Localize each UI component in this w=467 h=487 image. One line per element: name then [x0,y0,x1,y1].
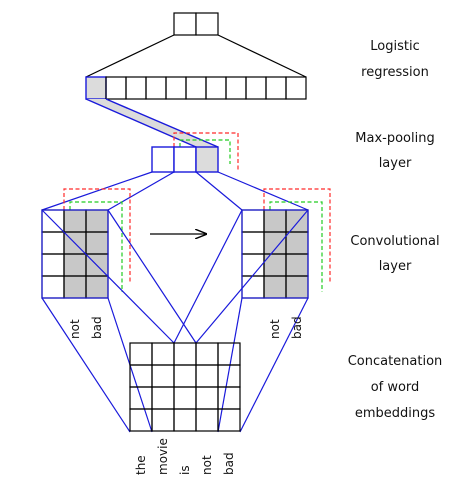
pool-to-conv-lines [41,171,309,211]
label-concat-line2: of word [371,380,420,395]
embedding-cell [151,342,175,366]
embedding-cell [151,386,175,410]
label-logistic-line1: Logistic [370,39,419,54]
embedding-cell [217,342,241,366]
embedding-cell [195,364,219,388]
logistic-cell [225,76,247,100]
conv-cell [241,231,265,255]
filter-word-right: not [268,319,282,339]
sentence-word: bad [222,452,236,475]
embedding-cell [151,408,175,432]
label-concat-line3: embeddings [355,406,436,421]
embedding-cell [195,342,219,366]
conv-right-filter-outlines [263,188,331,292]
sentence-word: is [178,465,192,475]
label-concat-line1: Concatenation [348,354,443,369]
conv-cell [241,275,265,299]
logistic-fan-lines [85,34,307,78]
logistic-cell [205,76,227,100]
embedding-cell [129,342,153,366]
filter-words-right: not bad [268,316,304,339]
conv-cell [41,231,65,255]
embedding-cell [173,364,197,388]
filter-word-left: bad [90,316,104,339]
embedding-cell [151,364,175,388]
filter-words-left: not bad [68,316,104,339]
logistic-cell [165,76,187,100]
sentence-word: the [134,455,148,475]
sentence-word: not [200,455,214,475]
label-conv-line2: layer [379,259,412,274]
embedding-cell [173,408,197,432]
logistic-cell [125,76,147,100]
conv-frame [41,209,109,299]
logistic-cell [105,76,127,100]
band-lines [85,98,219,148]
conv-left-feature-map [41,209,109,299]
logistic-cell [265,76,287,100]
filter-word-left: not [68,319,82,339]
layer-labels: Logistic regression Max-pooling layer Co… [348,39,443,421]
conv-frame [241,209,309,299]
feature-band [86,99,218,147]
embedding-cell [195,386,219,410]
conv-cell [241,209,265,233]
embedding-cell [217,386,241,410]
label-maxpool-line2: layer [379,156,412,171]
conv-to-embedding-lines [41,209,309,433]
label-maxpool-line1: Max-pooling [355,131,434,146]
logistic-cell [185,76,207,100]
logistic-cell [285,76,307,100]
label-logistic-line2: regression [361,65,429,80]
logistic-cell [245,76,267,100]
sentence-word: movie [156,438,170,475]
conv-cell [41,253,65,277]
word-embedding-matrix [129,342,241,432]
sentence-words: the movie is not bad [134,438,236,475]
output-units [173,12,219,36]
logistic-cell [145,76,167,100]
conv-cell [241,253,265,277]
conv-left-filter-outlines [63,188,131,292]
logistic-input-vector [85,76,307,100]
embedding-cell [195,408,219,432]
maxpool-filter-outlines [173,132,239,172]
label-conv-line1: Convolutional [350,234,439,249]
filter-word-right: bad [290,316,304,339]
embedding-cell [129,408,153,432]
embedding-cell [173,342,197,366]
maxpool-vector [151,146,219,173]
conv-right-feature-map [241,209,309,299]
embedding-cell [217,408,241,432]
conv-cell [41,275,65,299]
embedding-cell [173,386,197,410]
